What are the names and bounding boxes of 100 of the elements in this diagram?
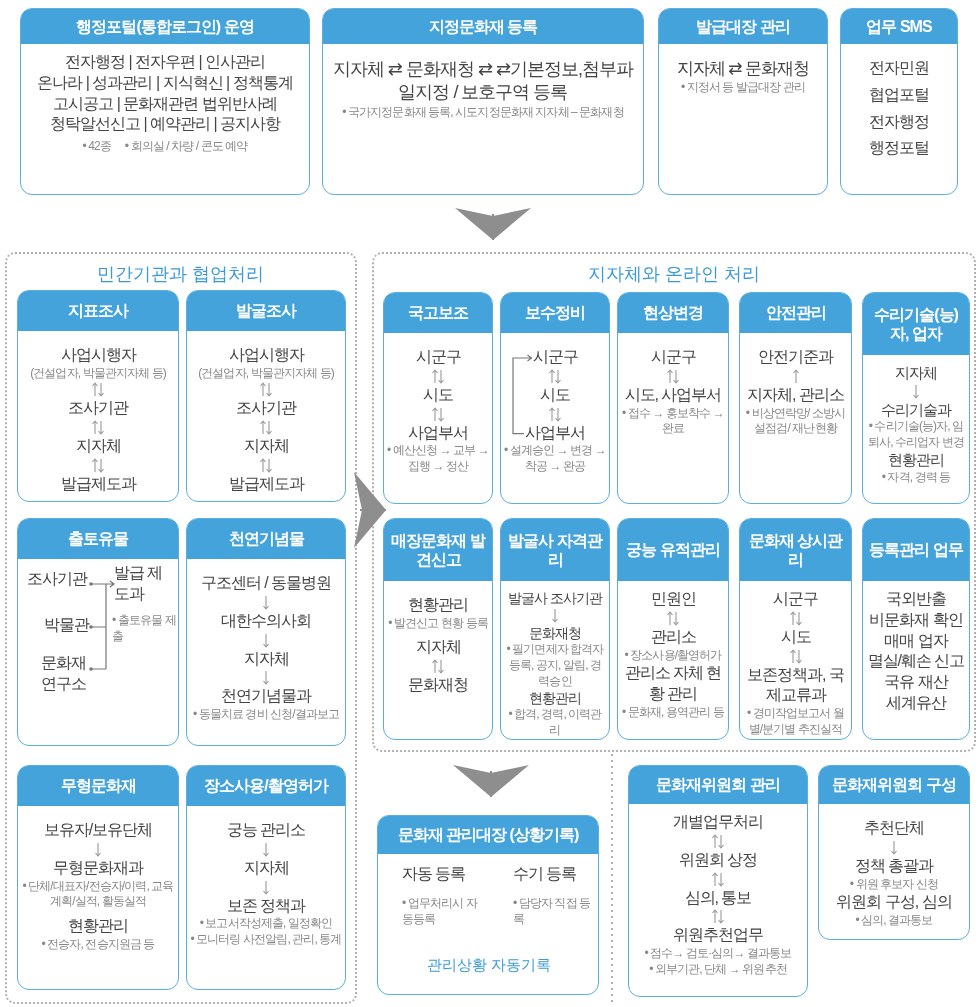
- card-text: 개별업무처리: [673, 812, 763, 832]
- note-text: • 설계승인 → 변경 →착공 → 완공: [504, 443, 606, 475]
- card-text: 전자민원: [869, 58, 929, 78]
- note-text: • 심의, 결과통보: [855, 913, 933, 929]
- card-text: 발급제도과: [228, 474, 304, 494]
- card-text: 보유자/보유단체: [43, 820, 153, 840]
- card-text: 지자체 ⇄ 문화재청 ⇄ ⇄기본정보,첨부파일지정 / 보호구역 등록: [331, 58, 635, 105]
- card-text: 비문화재 확인: [869, 609, 963, 630]
- card-text: 시군구: [532, 347, 578, 367]
- card-text: 온나라 | 성과관리 | 지식혁신 | 정책통계: [37, 72, 293, 93]
- note-text: • 문화재, 용역관리 등: [622, 704, 724, 721]
- note-text: • 점수→ 검토·심의→ 결과통보: [644, 946, 792, 962]
- note-text: • 42종: [82, 139, 111, 155]
- status-text: 관리상황 자동기록: [425, 956, 553, 975]
- note-text: • 필기면제자 합격자 등록, 공지, 알림, 경력승인: [505, 642, 605, 690]
- card-text: 구조센터 / 동물병원: [200, 573, 332, 593]
- note-text: • 업무처리시 자동등록: [401, 896, 479, 928]
- card-text: 발굴사 조사기관: [508, 589, 602, 608]
- card-text: 사업부서: [525, 422, 585, 443]
- note-text: (건설업자, 박물관지자체 등): [198, 365, 334, 382]
- card-text: 정책 총괄과: [854, 855, 934, 876]
- note-text: • 담당자 직접 등록: [512, 896, 592, 928]
- card-text: 세계유산: [886, 693, 946, 713]
- card-header: 지표조사: [18, 291, 178, 331]
- note-text: • 접수 → 홍보착수 → 완료: [621, 405, 725, 437]
- note-text: • 외부기관, 단체 → 위원추천: [649, 961, 787, 978]
- info-card: [500, 518, 610, 740]
- card-header: 발급대장 관리: [659, 9, 827, 44]
- info-card: [628, 765, 808, 997]
- card-header: 안전관리: [740, 293, 851, 333]
- info-card: [377, 815, 599, 995]
- note-text: • 장소사용/촬영허가: [624, 647, 722, 664]
- card-header: 현상변경: [618, 293, 728, 333]
- note-text: • 국가지정문화재 등록, 시도지정문화재 지자체 – 문화재청: [342, 104, 624, 121]
- card-text: 사업시행자: [228, 345, 304, 365]
- card-header: 발굴사 자격관리: [501, 519, 609, 581]
- info-card: [322, 8, 644, 195]
- note-text: • 단체/대표자/전승자/이력, 교육계획/실적, 활동실적: [21, 878, 175, 910]
- card-text: 궁능 관리소: [226, 820, 306, 840]
- card-header: 궁능 유적관리: [618, 519, 728, 581]
- info-card: [186, 765, 346, 990]
- note-text: • 보고서작성제출, 일정확인: [199, 916, 333, 932]
- card-text: 지자체, 관리소: [747, 384, 844, 405]
- info-card: [186, 290, 346, 502]
- note-text: • 동물치료 경비 신청/결과보고: [192, 707, 340, 723]
- card-text: 지자체: [243, 857, 289, 878]
- card-header: 등록관리 업무: [863, 519, 969, 581]
- info-card: [186, 518, 346, 746]
- card-header: 업무 SMS: [841, 9, 957, 44]
- info-card: [20, 8, 310, 195]
- card-text: 멸실/훼손 신고: [867, 651, 965, 672]
- card-text: 지자체: [243, 648, 289, 669]
- info-card: [658, 8, 828, 195]
- card-text: 시도: [540, 384, 570, 405]
- card-text: 협업포털: [869, 84, 929, 105]
- card-text: 민원인: [650, 589, 696, 609]
- card-text: 전자행정: [869, 111, 929, 132]
- card-text: 사업부서: [408, 422, 468, 443]
- card-header: 장소사용/촬영허가: [187, 766, 345, 806]
- note-text: • 위원 후보자 신청: [849, 876, 939, 893]
- note-text: • 모니터링 사전알림, 관리, 통계: [190, 932, 342, 948]
- card-text: 청탁알선신고 | 예약관리 | 공지사항: [49, 114, 281, 135]
- card-header: 천연기념물: [187, 519, 345, 559]
- info-card: [862, 292, 970, 504]
- card-text: 관리소 자체 현황 관리: [623, 663, 723, 704]
- info-card: [17, 765, 179, 990]
- card-header: 수리기술(능)자, 업자: [863, 293, 969, 355]
- card-text: 문화재 연구소: [39, 653, 87, 694]
- chevron-arrow: [453, 765, 529, 798]
- card-text: 조사기관: [68, 398, 128, 419]
- card-text: 위원추천업무: [673, 925, 763, 946]
- note-text: • 수리기술(능)자, 임퇴사, 수리업자 변경: [866, 419, 966, 451]
- chevron-arrow: [455, 208, 531, 241]
- info-card: [862, 518, 970, 740]
- card-text: 자동 등록: [400, 864, 467, 884]
- card-text: 위원회 상정: [678, 849, 758, 870]
- group-panel: [372, 252, 976, 752]
- note-text: (건설업자, 박물관지자체 등): [30, 365, 166, 382]
- card-text: 시도: [423, 384, 453, 405]
- card-text: 시군구: [650, 347, 696, 367]
- card-header: 문화재 상시관리: [740, 519, 851, 581]
- note-text: • 회의실 / 차량 / 콘도 예약: [124, 139, 248, 155]
- card-text: 국외반출: [886, 589, 946, 609]
- card-header: 매장문화재 발견신고: [384, 519, 492, 581]
- card-text: 현황관리: [408, 595, 468, 615]
- info-card: [383, 518, 493, 740]
- info-card: [739, 292, 852, 504]
- card-text: 문화재청: [529, 624, 581, 643]
- card-text: 보존 정책과: [226, 895, 306, 916]
- card-header: 문화재위원회 구성: [819, 766, 969, 804]
- info-card: [818, 765, 970, 940]
- card-text: 지자체: [895, 363, 937, 383]
- card-text: 수리기술과: [881, 399, 951, 419]
- info-card: [17, 290, 179, 502]
- card-text: 사업시행자: [60, 345, 136, 365]
- info-card: [17, 518, 179, 746]
- info-card: [617, 292, 729, 504]
- card-text: 행정포털: [869, 138, 929, 159]
- card-text: 조사기관: [26, 569, 89, 589]
- card-text: 지자체: [415, 637, 461, 658]
